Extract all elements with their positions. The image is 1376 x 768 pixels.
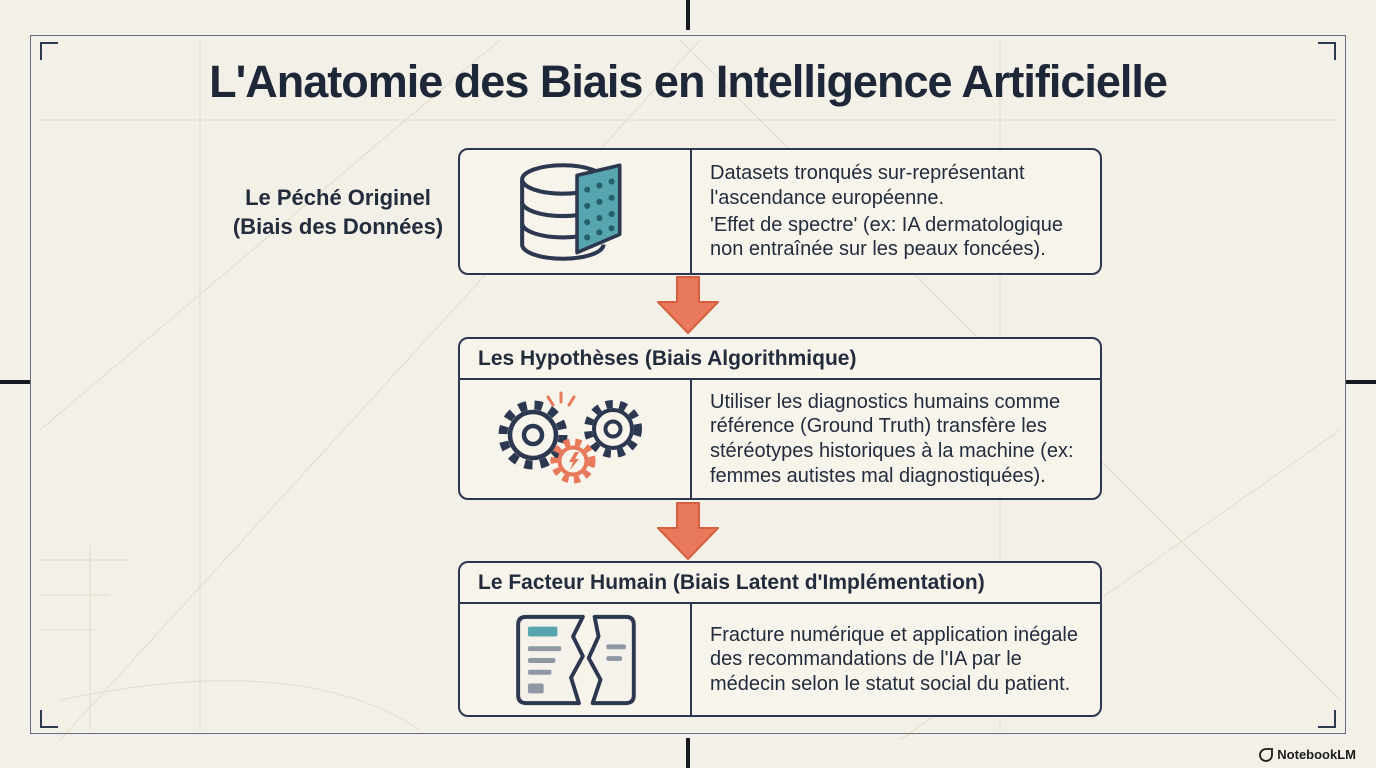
step3-text: Fracture numérique et application inégal… xyxy=(690,604,1100,715)
page-title: L'Anatomie des Biais en Intelligence Art… xyxy=(209,56,1168,107)
corner-bracket-icon xyxy=(1318,710,1336,728)
step3-header: Le Facteur Humain (Biais Latent d'Implém… xyxy=(460,563,1100,604)
notebooklm-logo: NotebookLM xyxy=(1259,747,1356,762)
registration-tick xyxy=(686,0,690,30)
step2-icon-col xyxy=(460,380,690,498)
step1-side-label: Le Péché Originel (Biais des Données) xyxy=(183,184,493,241)
database-icon xyxy=(520,162,622,261)
corner-bracket-icon xyxy=(40,710,58,728)
step1-side-label-line2: (Biais des Données) xyxy=(232,213,444,239)
step2-text: Utiliser les diagnostics humains comme r… xyxy=(690,380,1100,498)
step1-text-line: 'Effet de spectre' (ex: IA dermatologiqu… xyxy=(710,213,1064,261)
registration-tick xyxy=(0,380,30,384)
notebooklm-icon xyxy=(1259,747,1274,762)
step2-box-algorithmic-bias: Les Hypothèses (Biais Algorithmique) xyxy=(458,337,1102,500)
step2-header: Les Hypothèses (Biais Algorithmique) xyxy=(460,339,1100,380)
registration-tick xyxy=(1346,380,1376,384)
broken-tablet-icon xyxy=(516,614,636,705)
registration-tick xyxy=(686,738,690,768)
step3-box-human-factor-bias: Le Facteur Humain (Biais Latent d'Implém… xyxy=(458,561,1102,717)
notebooklm-label: NotebookLM xyxy=(1277,747,1356,762)
step2-text-line: Utiliser les diagnostics humains comme r… xyxy=(710,390,1074,487)
gears-icon xyxy=(498,391,642,484)
down-arrow-icon xyxy=(657,276,719,334)
step1-side-label-line1: Le Péché Originel xyxy=(245,185,431,210)
step1-text: Datasets tronqués sur-représentant l'asc… xyxy=(690,150,1100,273)
step3-text-line: Fracture numérique et application inégal… xyxy=(710,623,1078,695)
step1-text-line: Datasets tronqués sur-représentant l'asc… xyxy=(710,162,1025,209)
down-arrow-icon xyxy=(657,502,719,560)
step3-icon-col xyxy=(460,604,690,715)
step1-box-data-bias: Datasets tronqués sur-représentant l'asc… xyxy=(458,148,1102,275)
step1-icon-col xyxy=(460,150,690,273)
